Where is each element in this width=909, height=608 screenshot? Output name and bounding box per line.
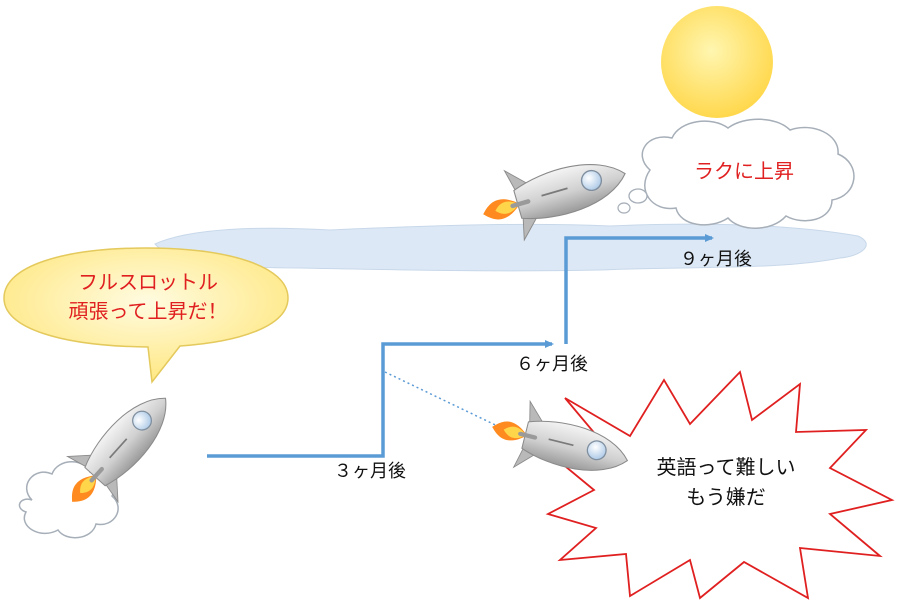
milestone-9-months: ９ヶ月後	[680, 249, 752, 270]
drop-path	[384, 371, 512, 433]
burst-bubble: 英語って難しい もう嫌だ	[545, 370, 895, 600]
speech-line-1: フルスロットル	[78, 270, 218, 294]
burst-line-2: もう嫌だ	[686, 485, 765, 509]
thought-text: ラクに上昇	[694, 159, 794, 183]
cloud-band	[154, 223, 867, 272]
milestone-3-months: ３ヶ月後	[334, 461, 406, 482]
growth-path	[207, 340, 554, 458]
milestone-6-months: ６ヶ月後	[516, 354, 588, 375]
thought-bubble: ラクに上昇	[617, 118, 855, 229]
speech-bubble: フルスロットル 頑張って上昇だ！	[3, 247, 289, 384]
sun-icon	[661, 6, 773, 118]
growth-path-upper	[564, 234, 714, 344]
burst-line-1: 英語って難しい	[657, 455, 796, 479]
speech-line-2: 頑張って上昇だ！	[69, 299, 228, 323]
